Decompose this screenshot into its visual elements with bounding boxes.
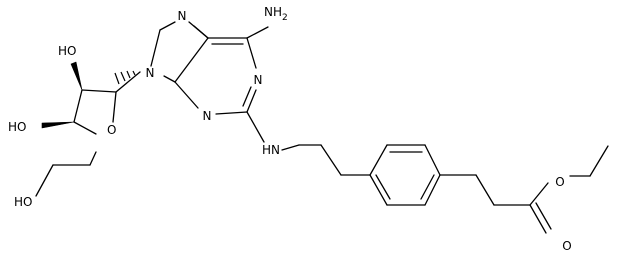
bond (112, 91, 117, 123)
bond (535, 202, 552, 230)
bond (589, 145, 609, 177)
bond (73, 121, 97, 135)
bond (246, 89, 257, 113)
atom-label-hydroxyl-2: HO (58, 44, 76, 58)
bond (369, 174, 388, 206)
bond (475, 174, 495, 206)
ribose-ring (35, 61, 141, 197)
atom-label-nh2: NH2 (264, 5, 288, 23)
hashed-bond (114, 70, 136, 85)
atom-label-hydroxyl-3: HO (8, 120, 26, 134)
bond (246, 111, 265, 143)
bond (529, 204, 547, 234)
ester-chain (439, 145, 609, 234)
bond (246, 26, 269, 39)
bond (320, 144, 342, 176)
bond (424, 174, 441, 206)
bond (375, 174, 391, 200)
atom-labels: N NH2 N N N HO HO O HO HN O O (8, 5, 572, 253)
bond (89, 151, 97, 166)
bond (529, 182, 549, 206)
atom-label-hydroxyl-5: HO (14, 195, 32, 209)
atom-label-amine: HN (262, 143, 280, 157)
bond (281, 144, 300, 151)
bond (35, 164, 54, 197)
bond (420, 174, 435, 200)
atom-label-n7: N (178, 9, 187, 23)
atom-label-n1: N (254, 73, 263, 87)
bond (174, 37, 209, 83)
bond (193, 25, 209, 39)
bond (242, 86, 252, 107)
bond (81, 89, 117, 93)
wedge-bond (70, 61, 83, 91)
atom-label-ester-oxygen: O (555, 175, 564, 189)
bond (174, 81, 199, 109)
linker-and-aryl (281, 144, 441, 206)
atom-label-n3: N (203, 109, 212, 123)
bond (150, 29, 161, 67)
bond (73, 89, 83, 123)
bond (424, 144, 441, 176)
atom-label-carbonyl-oxygen: O (562, 239, 571, 253)
atom-label-n9: N (146, 66, 155, 80)
bond (369, 144, 388, 176)
bond (246, 37, 257, 69)
bond (115, 71, 141, 93)
bond (163, 75, 176, 83)
atom-label-ring-oxygen: O (107, 123, 116, 137)
bond (215, 111, 248, 115)
bond (159, 21, 176, 31)
purine-ring (150, 21, 269, 143)
wedge-bond (41, 121, 75, 129)
